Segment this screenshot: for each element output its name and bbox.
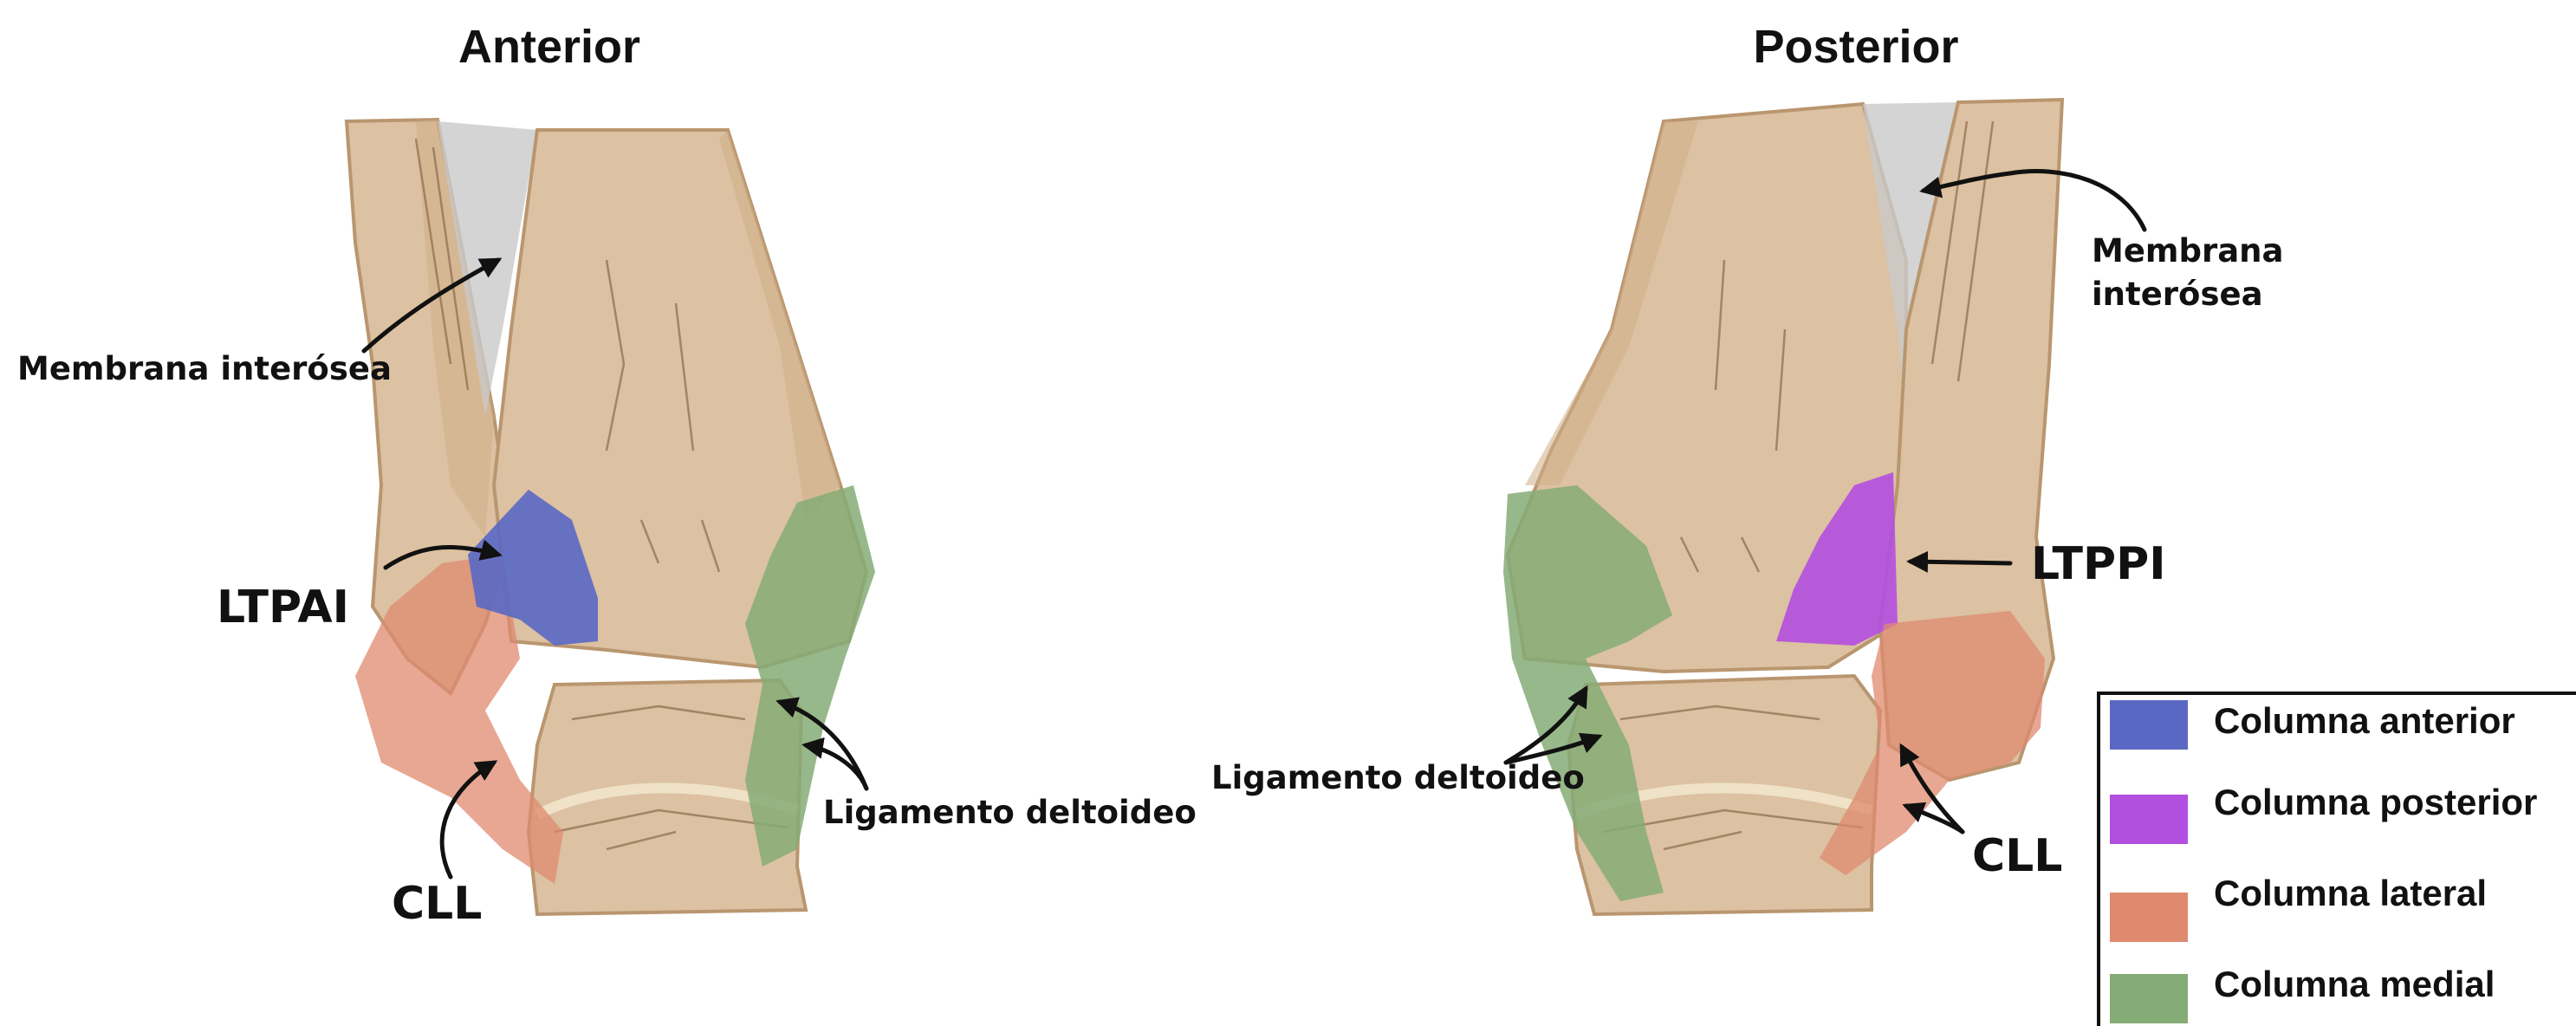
legend-label-posterior: Columna posterior — [2214, 782, 2537, 822]
anterior-ligament-a-label: LTPAI — [217, 581, 349, 633]
legend-label-medial: Columna medial — [2214, 964, 2495, 1004]
legend-swatch-posterior — [2110, 795, 2188, 844]
anterior-ligament-b-label: CLL — [392, 878, 482, 930]
posterior-ligament-b-label: CLL — [1972, 830, 2062, 882]
legend-swatch-medial — [2110, 974, 2188, 1023]
posterior-deltoid-label: Ligamento deltoideo — [1211, 759, 1585, 796]
posterior-ligament-a-arrow — [1911, 562, 2010, 563]
anterior-membrane-label: Membrana interósea — [17, 350, 392, 387]
legend: Columna anterior Columna posterior Colum… — [2099, 693, 2576, 1026]
posterior-membrane-label-line2: interósea — [2092, 276, 2263, 313]
posterior-ligament-a-label: LTPPI — [2031, 538, 2166, 590]
legend-label-anterior: Columna anterior — [2214, 700, 2515, 741]
anterior-deltoid-label: Ligamento deltoideo — [823, 794, 1197, 831]
posterior-title: Posterior — [1753, 21, 1958, 73]
legend-label-lateral: Columna lateral — [2214, 873, 2487, 913]
posterior-membrane-label-line1: Membrana — [2092, 232, 2283, 269]
legend-swatch-lateral — [2110, 893, 2188, 942]
legend-swatch-anterior — [2110, 700, 2188, 750]
anterior-title: Anterior — [458, 21, 640, 73]
anterior-view: Anterior Membrana interósea — [17, 21, 1197, 930]
